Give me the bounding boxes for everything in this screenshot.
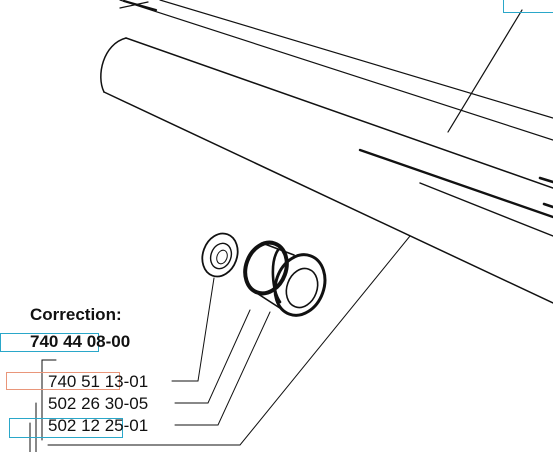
leader-lines-parts bbox=[47, 235, 411, 446]
main-tube bbox=[100, 37, 553, 304]
correction-part-number: 740 44 08-00 bbox=[30, 332, 131, 351]
upper-shaft bbox=[119, 0, 553, 141]
highlight-box-correction-part bbox=[0, 333, 99, 352]
bushing-part bbox=[243, 240, 327, 317]
leader-line-top bbox=[447, 9, 523, 133]
part-label: 502 12 25-01 bbox=[48, 416, 149, 435]
highlight-box-top-right bbox=[503, 0, 553, 13]
part-label: 740 51 13-01 bbox=[48, 372, 149, 391]
seal-ring-part bbox=[201, 232, 239, 278]
correction-heading: Correction: bbox=[30, 305, 122, 324]
highlight-box-part-1 bbox=[6, 372, 120, 390]
part-label: 502 26 30-05 bbox=[48, 394, 149, 413]
highlight-box-part-3 bbox=[9, 418, 123, 438]
